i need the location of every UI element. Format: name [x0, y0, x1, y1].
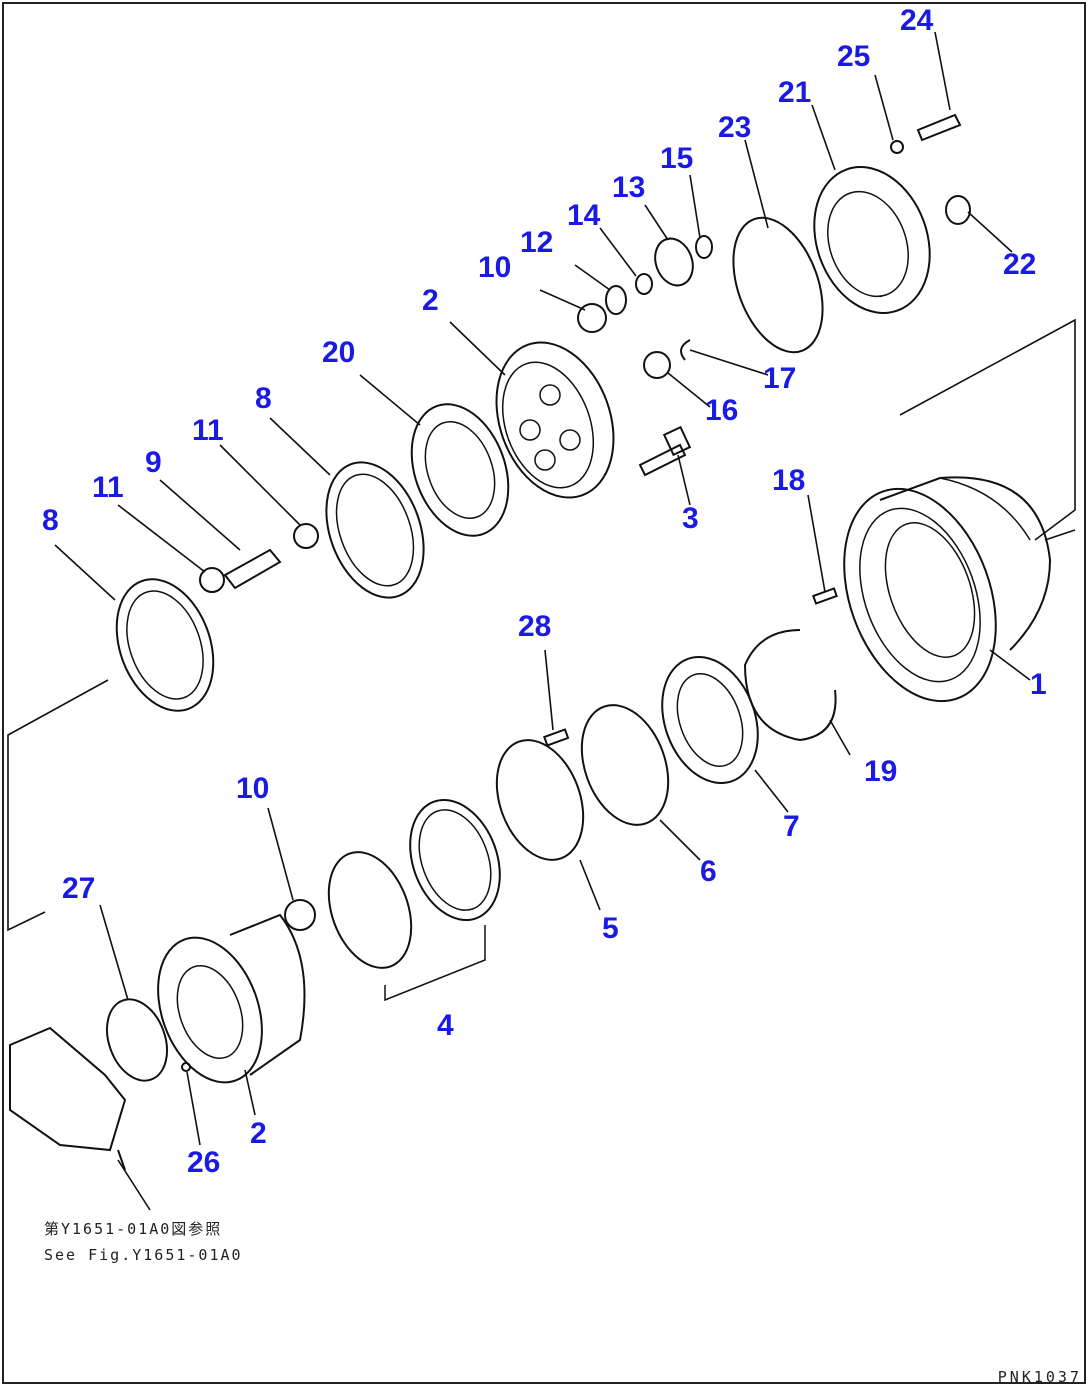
part-18-pin — [812, 587, 838, 605]
callout-22: 22 — [1003, 248, 1036, 281]
callout-15: 15 — [660, 142, 693, 175]
callout-9: 9 — [145, 446, 162, 479]
part-26-pin — [181, 1062, 191, 1072]
part-3-bolt — [638, 425, 692, 477]
part-15-ring — [695, 235, 713, 259]
part-27-o-ring — [106, 998, 168, 1082]
callout-11-upper: 11 — [192, 414, 224, 447]
leader-lines — [54, 31, 1031, 1211]
drawing-number: PNK1037 — [997, 1368, 1082, 1386]
callout-16: 16 — [705, 394, 738, 427]
callout-12: 12 — [520, 226, 553, 259]
part-19-snap-ring — [743, 629, 837, 742]
callout-labels: 1 2 2 3 4 5 6 7 8 8 9 10 10 11 11 12 13 … — [42, 4, 1047, 1179]
part-20-bearing — [410, 403, 510, 537]
callout-11-lower: 11 — [92, 471, 124, 504]
part-21-cover — [813, 166, 931, 314]
callout-8-lower: 8 — [42, 504, 59, 537]
assembly-line-bottom — [7, 679, 109, 932]
part-5-ring — [495, 739, 585, 861]
valve-block — [9, 1026, 127, 1171]
part-10-lower-bearing — [284, 899, 316, 931]
callout-14: 14 — [567, 199, 601, 232]
part-8-upper-gear — [325, 461, 425, 599]
part-8-lower-gear — [115, 578, 215, 712]
part-16-nut — [643, 351, 671, 379]
callout-2-lower: 2 — [250, 1117, 267, 1150]
part-9-shaft — [223, 548, 282, 590]
part-28-pin — [543, 728, 570, 747]
reference-note-english: See Fig.Y1651-01A0 — [44, 1246, 243, 1264]
callout-26: 26 — [187, 1146, 220, 1179]
part-23-o-ring — [732, 216, 824, 354]
callout-6: 6 — [700, 855, 717, 888]
part-6-o-ring — [580, 704, 670, 826]
callout-18: 18 — [772, 464, 805, 497]
callout-8-upper: 8 — [255, 382, 272, 415]
callout-10-lower: 10 — [236, 772, 269, 805]
part-22-plug — [945, 195, 971, 225]
callout-19: 19 — [864, 755, 897, 788]
callout-2-upper: 2 — [422, 284, 439, 317]
part-2-lower-carrier — [157, 913, 306, 1084]
callout-23: 23 — [718, 111, 751, 144]
callout-24: 24 — [900, 4, 934, 37]
part-10-upper-bearing — [577, 303, 607, 333]
part-11-lower-nut — [199, 567, 225, 593]
part-24-bolt — [916, 113, 962, 142]
part-7-bearing — [661, 656, 759, 784]
callout-21: 21 — [778, 76, 811, 109]
part-12-snap-ring — [605, 285, 627, 315]
part-1-housing — [843, 476, 1076, 703]
callout-10-upper: 10 — [478, 251, 511, 284]
callout-25: 25 — [837, 40, 870, 73]
callout-28: 28 — [518, 610, 551, 643]
callout-7: 7 — [783, 810, 800, 843]
callout-5: 5 — [602, 912, 619, 945]
callout-1: 1 — [1030, 668, 1047, 701]
part-11-upper-nut — [293, 523, 319, 549]
callout-17: 17 — [763, 362, 796, 395]
part-14-washer — [635, 273, 653, 295]
assembly-line-top — [899, 318, 1076, 541]
callout-13: 13 — [612, 171, 645, 204]
callout-4: 4 — [437, 1009, 454, 1042]
callout-27: 27 — [62, 872, 95, 905]
part-13-gear — [654, 237, 694, 287]
reference-note-japanese: 第Y1651-01A0図参照 — [44, 1220, 223, 1238]
part-25-washer — [890, 140, 904, 154]
part-17-clip — [680, 339, 691, 361]
part-4-rings — [327, 798, 501, 1002]
part-2-upper-carrier — [495, 341, 615, 499]
callout-20: 20 — [322, 336, 355, 369]
callout-3: 3 — [682, 502, 699, 535]
